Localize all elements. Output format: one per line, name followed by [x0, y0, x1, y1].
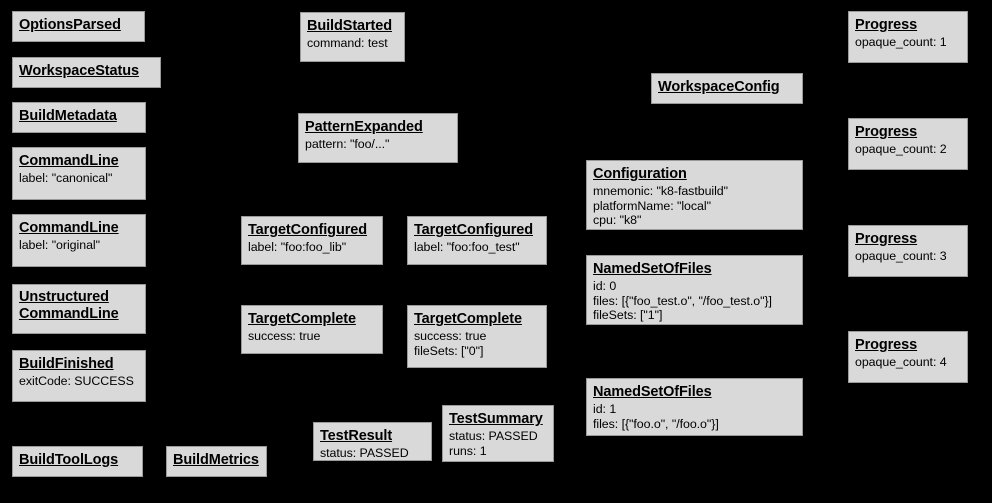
- event-node-title: PatternExpanded: [305, 119, 423, 135]
- event-node-fields: label: "foo:foo_test": [414, 240, 520, 255]
- event-node-fields: pattern: "foo/...": [305, 137, 390, 152]
- event-node-title: WorkspaceStatus: [19, 63, 139, 79]
- event-node-build-metrics[interactable]: BuildMetrics: [166, 446, 267, 477]
- event-node-pattern-expanded[interactable]: PatternExpanded pattern: "foo/...": [298, 113, 458, 163]
- event-node-fields: exitCode: SUCCESS: [19, 374, 134, 389]
- event-node-test-result[interactable]: TestResult status: PASSED: [313, 422, 432, 461]
- event-node-title: Progress: [855, 124, 918, 140]
- event-node-fields: opaque_count: 1: [855, 35, 947, 50]
- event-node-build-started[interactable]: BuildStarted command: test: [300, 12, 405, 62]
- event-node-target-complete-test[interactable]: TargetComplete success: true fileSets: ["…: [407, 305, 547, 368]
- event-node-command-line-canonical[interactable]: CommandLine label: "canonical": [12, 147, 146, 200]
- event-node-progress-1[interactable]: Progress opaque_count: 1: [848, 11, 968, 63]
- event-node-build-metadata[interactable]: BuildMetadata: [12, 102, 146, 133]
- event-node-progress-4[interactable]: Progress opaque_count: 4: [848, 331, 968, 383]
- event-node-fields: status: PASSED runs: 1: [449, 429, 538, 458]
- event-node-fields: label: "canonical": [19, 171, 113, 186]
- event-node-fields: label: "foo:foo_lib": [248, 240, 347, 255]
- event-node-fields: opaque_count: 3: [855, 249, 947, 264]
- event-node-configuration[interactable]: Configuration mnemonic: "k8-fastbuild" pl…: [586, 160, 803, 230]
- event-node-title: NamedSetOfFiles: [593, 261, 712, 277]
- event-node-options-parsed[interactable]: OptionsParsed: [12, 11, 145, 42]
- event-node-fields: opaque_count: 4: [855, 355, 947, 370]
- event-node-title: Unstructured CommandLine: [19, 289, 119, 323]
- event-node-title: Progress: [855, 231, 918, 247]
- event-node-title: BuildMetadata: [19, 108, 117, 124]
- event-node-named-set-of-files-1[interactable]: NamedSetOfFiles id: 1 files: [{"foo.o", "…: [586, 378, 803, 436]
- event-node-title: Progress: [855, 337, 918, 353]
- event-node-fields: id: 1 files: [{"foo.o", "/foo.o"}]: [593, 402, 719, 431]
- event-node-title: Progress: [855, 17, 918, 33]
- event-node-title: Configuration: [593, 166, 687, 182]
- event-node-fields: success: true: [248, 329, 321, 344]
- event-node-title: BuildMetrics: [173, 452, 259, 468]
- event-node-title: BuildStarted: [307, 18, 393, 34]
- event-node-test-summary[interactable]: TestSummary status: PASSED runs: 1: [442, 405, 554, 462]
- event-node-title: BuildToolLogs: [19, 452, 119, 468]
- event-node-workspace-status[interactable]: WorkspaceStatus: [12, 57, 161, 88]
- event-node-title: TestSummary: [449, 411, 543, 427]
- event-node-target-configured-test[interactable]: TargetConfigured label: "foo:foo_test": [407, 216, 547, 265]
- event-node-title: NamedSetOfFiles: [593, 384, 712, 400]
- event-node-build-finished[interactable]: BuildFinished exitCode: SUCCESS: [12, 350, 146, 402]
- event-node-build-tool-logs[interactable]: BuildToolLogs: [12, 446, 143, 477]
- event-node-title: TestResult: [320, 428, 393, 444]
- event-node-title: TargetComplete: [414, 311, 522, 327]
- event-node-target-configured-lib[interactable]: TargetConfigured label: "foo:foo_lib": [241, 216, 383, 265]
- event-node-unstructured-command-line[interactable]: Unstructured CommandLine: [12, 284, 146, 334]
- event-node-workspace-config[interactable]: WorkspaceConfig: [651, 73, 803, 104]
- event-node-fields: opaque_count: 2: [855, 142, 947, 157]
- event-node-title: TargetConfigured: [248, 222, 367, 238]
- event-node-title: BuildFinished: [19, 356, 114, 372]
- event-node-fields: id: 0 files: [{"foo_test.o", "/foo_test.…: [593, 279, 772, 323]
- event-node-fields: status: PASSED: [320, 446, 409, 461]
- event-node-title: TargetComplete: [248, 311, 356, 327]
- event-node-title: CommandLine: [19, 220, 119, 236]
- event-node-title: TargetConfigured: [414, 222, 533, 238]
- event-node-named-set-of-files-0[interactable]: NamedSetOfFiles id: 0 files: [{"foo_test.…: [586, 255, 803, 325]
- event-node-fields: mnemonic: "k8-fastbuild" platformName: "…: [593, 184, 729, 228]
- event-node-progress-2[interactable]: Progress opaque_count: 2: [848, 118, 968, 170]
- event-node-command-line-original[interactable]: CommandLine label: "original": [12, 214, 146, 267]
- event-node-fields: success: true fileSets: ["0"]: [414, 329, 487, 358]
- event-node-progress-3[interactable]: Progress opaque_count: 3: [848, 225, 968, 277]
- event-node-title: CommandLine: [19, 153, 119, 169]
- event-node-title: WorkspaceConfig: [658, 79, 780, 95]
- event-node-fields: label: "original": [19, 238, 100, 253]
- event-node-target-complete-lib[interactable]: TargetComplete success: true: [241, 305, 383, 354]
- event-node-fields: command: test: [307, 36, 388, 51]
- event-node-title: OptionsParsed: [19, 17, 121, 33]
